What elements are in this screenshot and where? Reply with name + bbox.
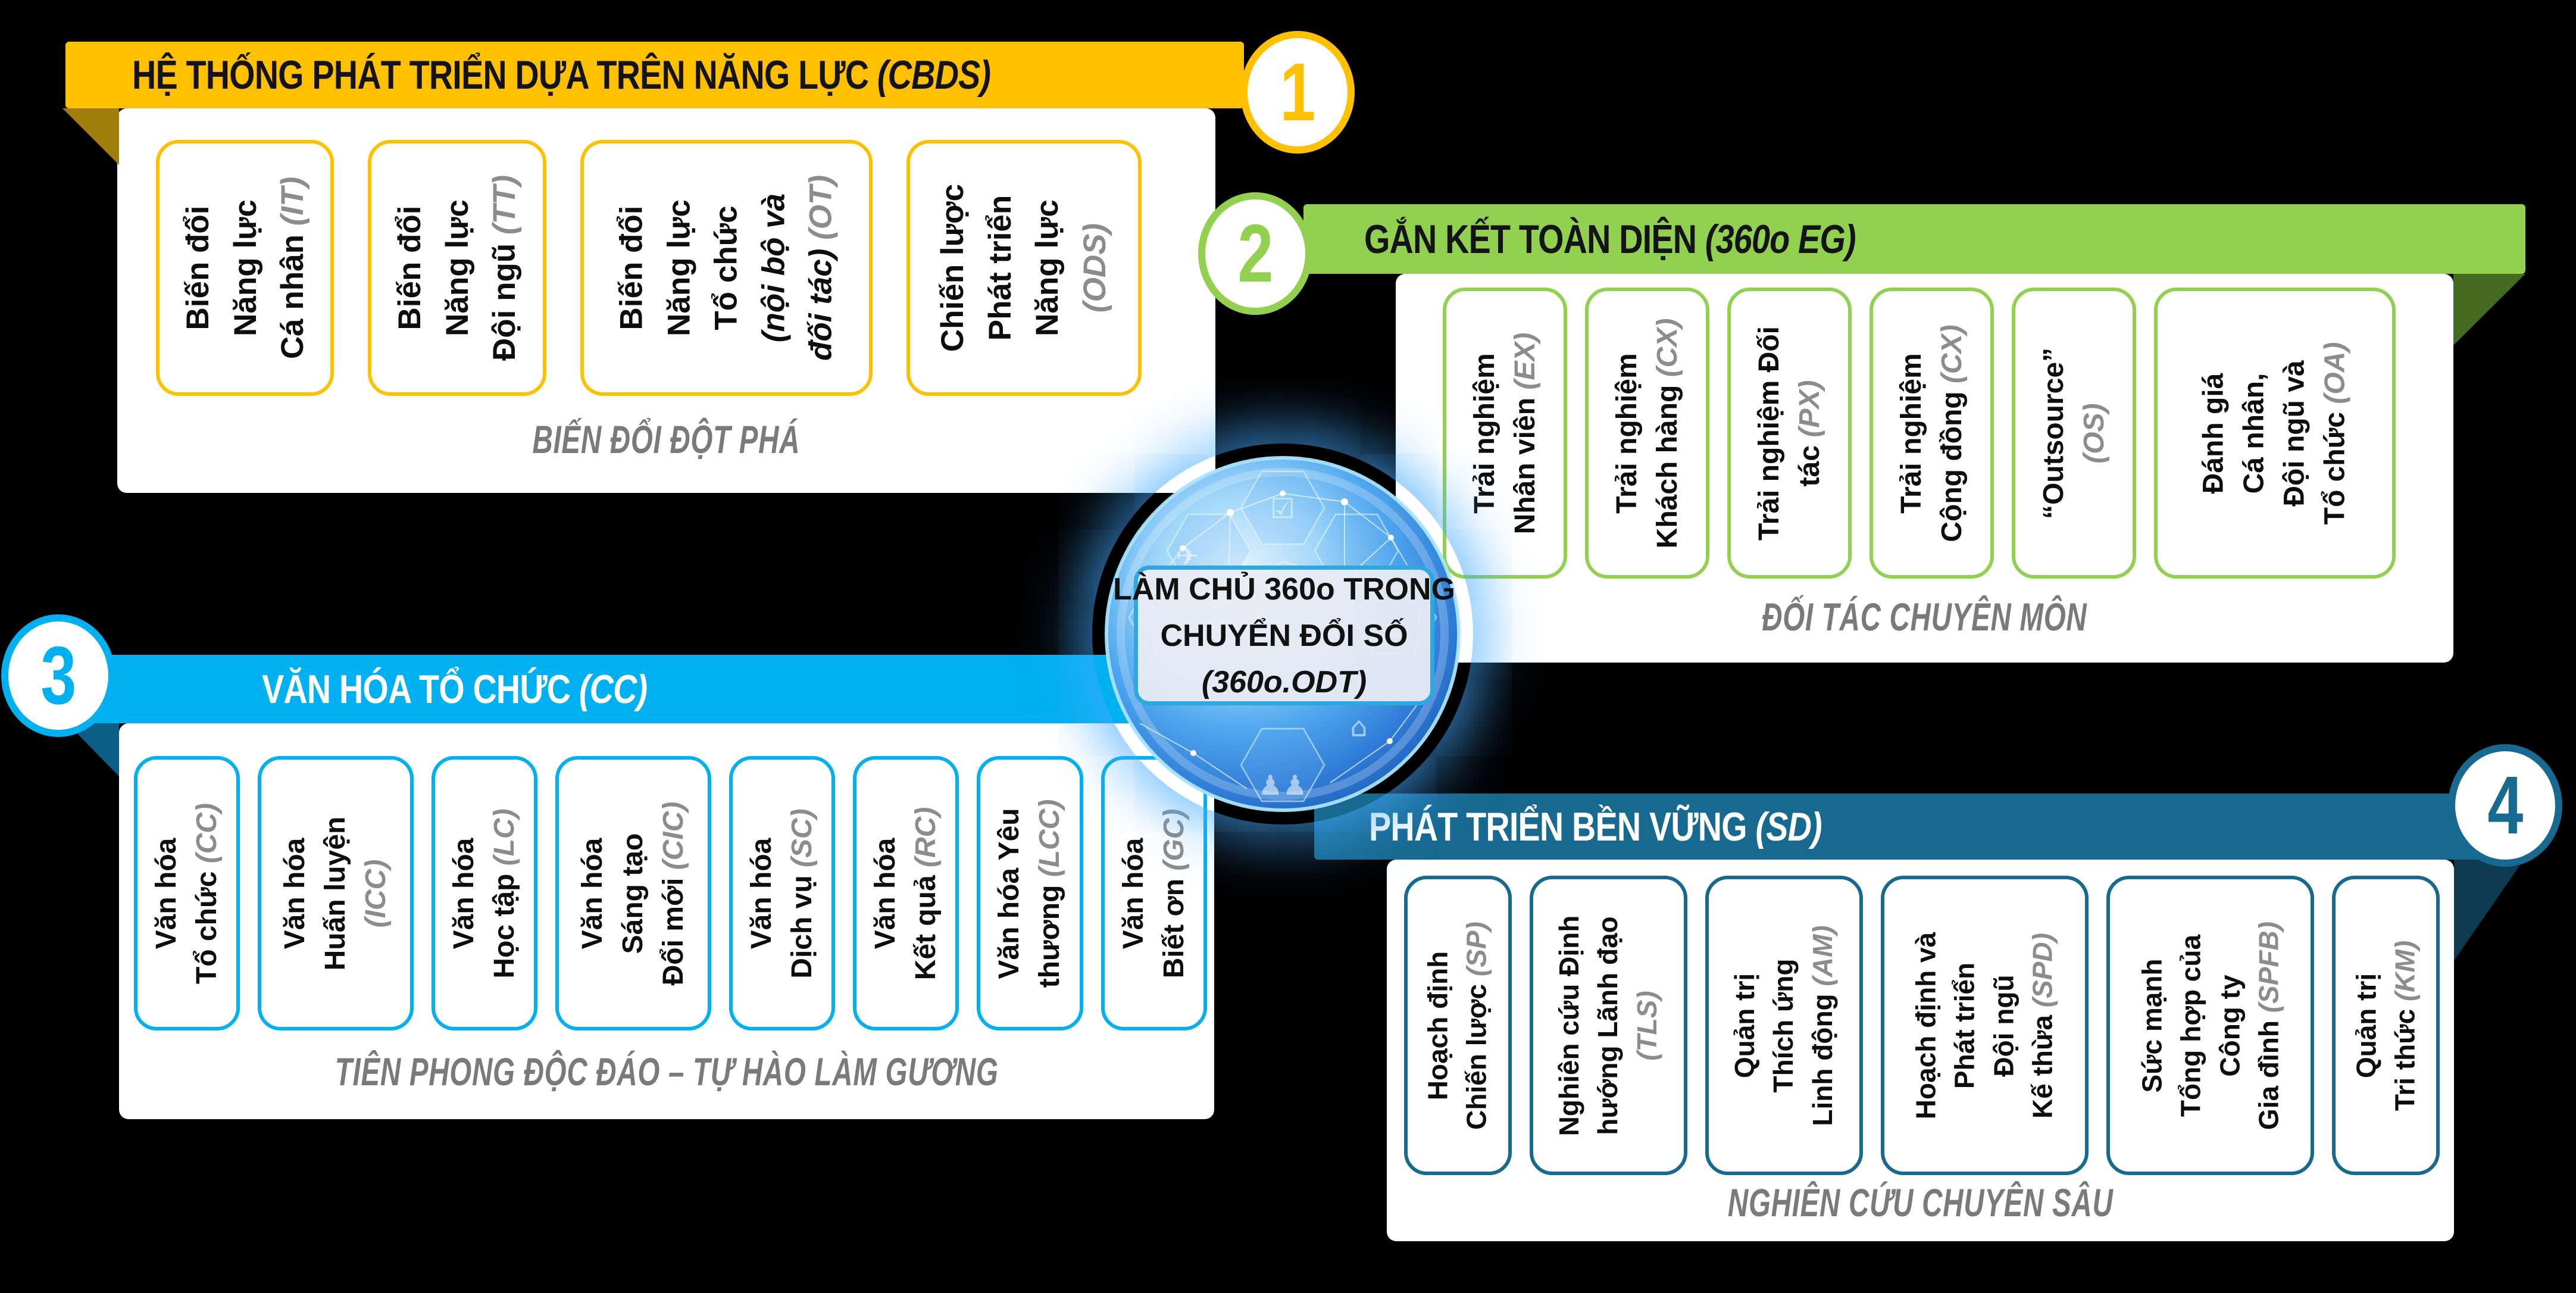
q4-card-4-text: Hoạch định và Phát triển Đội ngũ Kế thừa… (1910, 932, 2058, 1119)
q4-card-4: Hoạch định và Phát triển Đội ngũ Kế thừa… (1880, 876, 2089, 1175)
q1-caption-text: BIẾN ĐỔI ĐỘT PHÁ (532, 417, 801, 461)
q3-card-6-text: Văn hóa Kết quả (RC) (869, 807, 942, 980)
q2-number-badge: 2 (1198, 192, 1312, 315)
q4-card-3-text: Quản trị Thích ứng Linh động (AM) (1729, 925, 1838, 1126)
q2-header-fold (2453, 274, 2525, 345)
q2-title-code: (360o EG) (1705, 216, 1856, 262)
q3-card-6: Văn hóa Kết quả (RC) (852, 756, 959, 1030)
q1-card-3-text: Biến đổi Năng lực Tổ chức (nội bộ và đối… (614, 174, 839, 361)
q3-card-3-text: Văn hóa Học tập (LC) (448, 808, 520, 979)
q3-title-code: (CC) (579, 666, 648, 712)
q2-caption-text: ĐỐI TÁC CHUYÊN MÔN (1762, 595, 2087, 639)
q1-number-badge: 1 (1240, 31, 1355, 154)
center-label-line3: (360o.ODT) (1201, 664, 1367, 699)
q2-caption: ĐỐI TÁC CHUYÊN MÔN (1396, 594, 2453, 639)
q1-header: HỆ THỐNG PHÁT TRIỂN DỰA TRÊN NĂNG LỰC (C… (65, 42, 1244, 108)
q1-card-1: Biến đổi Năng lực Cá nhân (IT) (156, 140, 334, 396)
q2-header: GẮN KẾT TOÀN DIỆN (360o EG) (1303, 204, 2525, 274)
q3-card-3: Văn hóa Học tập (LC) (431, 756, 538, 1030)
house-icon: ⌂ (1350, 711, 1367, 743)
q2-card-3-text: Trải nghiệm Đối tác (PX) (1753, 326, 1825, 541)
q2-card-3: Trải nghiệm Đối tác (PX) (1727, 288, 1852, 579)
q2-card-5: “Outsource” (OS) (2012, 288, 2136, 579)
q2-card-5-text: “Outsource” (OS) (2037, 347, 2110, 519)
q3-card-4: Văn hóa Sáng tạo Đổi mới (CIC) (555, 756, 711, 1030)
q4-card-1: Hoạch định Chiến lược (SP) (1404, 876, 1512, 1175)
q2-card-4-text: Trải nghiệm Cộng đồng (CX) (1895, 324, 1968, 542)
q2-title: GẮN KẾT TOÀN DIỆN (1364, 216, 1705, 262)
q3-number-badge: 3 (1, 614, 115, 737)
q4-title-code: (SD) (1755, 804, 1822, 849)
q2-card-4: Trải nghiệm Cộng đồng (CX) (1870, 288, 1994, 579)
q1-header-fold (62, 108, 119, 165)
q1-card-4: Chiến lược Phát triển Năng lực (ODS) (906, 140, 1142, 396)
q4-number: 4 (2487, 760, 2523, 851)
q2-cards: Trải nghiệm Nhân viên (EX) Trải nghiệm Kh… (1443, 288, 2396, 579)
q1-title: HỆ THỐNG PHÁT TRIỂN DỰA TRÊN NĂNG LỰC (132, 52, 877, 98)
q2-card-1-text: Trải nghiệm Nhân viên (EX) (1468, 332, 1541, 534)
q3-card-2-text: Văn hóa Huấn luyện (ICC) (279, 816, 392, 970)
q3-cards: Văn hóa Tổ chức (CC) Văn hóa Huấn luyện (… (134, 756, 1207, 1030)
q4-title: PHÁT TRIỂN BỀN VỮNG (1369, 804, 1756, 849)
q1-card-2-text: Biến đổi Năng lực Đội ngũ (TT) (392, 175, 522, 361)
checklist-icon: ☑ (1270, 492, 1295, 524)
q3-card-2: Văn hóa Huấn luyện (ICC) (258, 756, 414, 1030)
q3-card-7-text: Văn hóa Yêu thương (LCC) (993, 799, 1066, 988)
q4-card-1-text: Hoạch định Chiến lược (SP) (1423, 921, 1493, 1130)
q2-card-6: Đánh giá Cá nhân, Đội ngũ và Tổ chức (OA… (2154, 288, 2396, 579)
q4-card-6-text: Quản trị Tri thức (KM) (2350, 940, 2421, 1111)
q1-title-code: (CBDS) (877, 52, 991, 98)
center-label-line1: LÀM CHỦ 360o TRONG (1113, 571, 1455, 607)
q1-card-3: Biến đổi Năng lực Tổ chức (nội bộ và đối… (580, 140, 873, 396)
q1-cards: Biến đổi Năng lực Cá nhân (IT) Biến đổi N… (156, 140, 1142, 396)
q3-card-5-text: Văn hóa Dịch vụ (SC) (745, 808, 818, 979)
q3-caption-text: TIÊN PHONG ĐỘC ĐÁO – TỰ HÀO LÀM GƯƠNG (334, 1050, 999, 1094)
q2-number: 2 (1237, 208, 1273, 299)
q3-number: 3 (40, 630, 76, 722)
q4-number-badge: 4 (2448, 744, 2562, 867)
q2-card-1: Trải nghiệm Nhân viên (EX) (1443, 288, 1567, 579)
q1-number: 1 (1280, 46, 1315, 138)
q3-card-1-text: Văn hóa Tổ chức (CC) (151, 802, 223, 984)
q3-header: VĂN HÓA TỔ CHỨC (CC) (89, 655, 1134, 723)
q2-card-6-text: Đánh giá Cá nhân, Đội ngũ và Tổ chức (OA… (2197, 342, 2352, 524)
q3-card-5: Văn hóa Dịch vụ (SC) (729, 756, 835, 1030)
q3-card-8: Văn hóa Biết ơn (GC) (1101, 756, 1207, 1030)
q4-header: PHÁT TRIỂN BỀN VỮNG (SD) (1314, 794, 2524, 860)
q4-card-3: Quản trị Thích ứng Linh động (AM) (1705, 876, 1863, 1175)
q2-card-2-text: Trải nghiệm Khách hàng (CX) (1611, 318, 1683, 548)
q4-cards: Hoạch định Chiến lược (SP) Nghiên cứu Địn… (1404, 876, 2440, 1175)
q1-card-2: Biến đổi Năng lực Đội ngũ (TT) (368, 140, 546, 396)
q4-card-2-text: Nghiên cứu Định hướng Lãnh đạo (TLS) (1553, 915, 1662, 1136)
center-label: LÀM CHỦ 360o TRONG CHUYỂN ĐỔI SỐ (360o.O… (1113, 566, 1455, 705)
q1-card-1-text: Biến đổi Năng lực Cá nhân (IT) (180, 176, 310, 360)
q3-title: VĂN HÓA TỔ CHỨC (262, 666, 579, 712)
q1-caption: BIẾN ĐỔI ĐỘT PHÁ (117, 417, 1215, 462)
q3-caption: TIÊN PHONG ĐỘC ĐÁO – TỰ HÀO LÀM GƯƠNG (119, 1049, 1214, 1094)
q4-card-6: Quản trị Tri thức (KM) (2332, 876, 2440, 1175)
q4-caption: NGHIÊN CỨU CHUYÊN SÂU (1387, 1180, 2454, 1225)
q2-card-2: Trải nghiệm Khách hàng (CX) (1585, 288, 1709, 579)
q1-card-4-text: Chiến lược Phát triển Năng lực (ODS) (935, 183, 1112, 352)
center-label-line2: CHUYỂN ĐỔI SỐ (1160, 618, 1408, 653)
people-icon: ♟♟ (1258, 769, 1307, 801)
q3-card-1: Văn hóa Tổ chức (CC) (134, 756, 240, 1030)
q4-header-fold (2454, 860, 2524, 961)
q4-card-2: Nghiên cứu Định hướng Lãnh đạo (TLS) (1529, 876, 1687, 1175)
q3-card-4-text: Văn hóa Sáng tạo Đổi mới (CIC) (576, 801, 689, 985)
q3-card-7: Văn hóa Yêu thương (LCC) (977, 756, 1083, 1030)
q4-caption-text: NGHIÊN CỨU CHUYÊN SÂU (1727, 1180, 2114, 1225)
q4-card-5-text: Sức mạnh Tổng hợp của Công ty Gia đình (… (2136, 921, 2284, 1130)
q4-card-5: Sức mạnh Tổng hợp của Công ty Gia đình (… (2106, 876, 2315, 1175)
